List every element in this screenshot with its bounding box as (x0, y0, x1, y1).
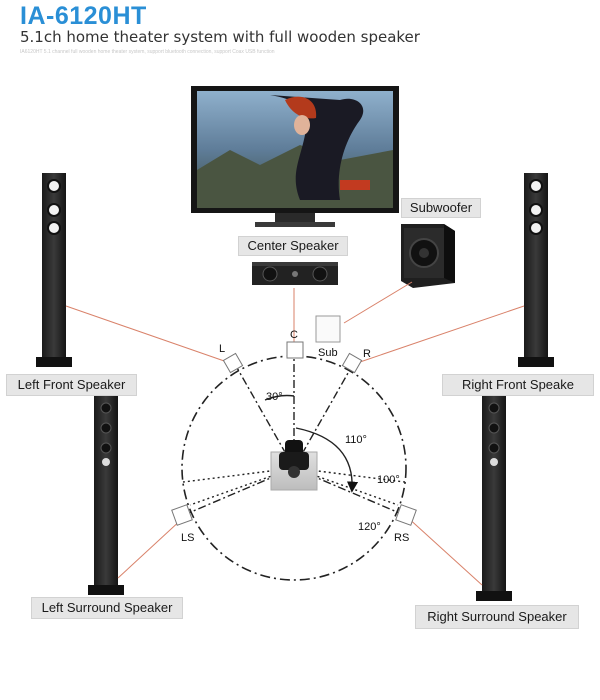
pos-label-c: C (290, 329, 298, 341)
fine-print: IA6120HT 5.1 channel full wooden home th… (20, 49, 275, 55)
pos-label-sub: Sub (318, 347, 338, 359)
pos-label-rs: RS (394, 532, 409, 544)
subwoofer-label: Subwoofer (401, 198, 481, 218)
left-front-tower (36, 173, 72, 367)
listener-seat (270, 440, 318, 491)
subwoofer-unit (401, 224, 455, 288)
left-front-speaker-label: Left Front Speaker (6, 374, 137, 396)
television (191, 86, 399, 227)
right-front-speaker-label: Right Front Speake (442, 374, 594, 396)
angle-100-label: 100° (377, 474, 400, 486)
right-front-tower (518, 173, 554, 367)
angle-30-label: 30° (266, 391, 283, 403)
left-surround-speaker-label: Left Surround Speaker (31, 597, 183, 619)
right-surround-tower (476, 396, 512, 601)
left-surround-tower (88, 396, 124, 595)
leader-lines (65, 281, 525, 586)
product-subtitle: 5.1ch home theater system with full wood… (20, 28, 420, 46)
pos-label-l: L (219, 343, 225, 355)
model-title: IA-6120HT (20, 2, 147, 30)
pos-label-r: R (363, 348, 371, 360)
speaker-markers (171, 315, 417, 526)
center-speaker-label: Center Speaker (238, 236, 348, 256)
angle-lines (182, 352, 406, 516)
center-speaker-unit (252, 262, 338, 285)
right-surround-speaker-label: Right Surround Speaker (415, 605, 579, 629)
angle-110-label: 110° (345, 434, 367, 446)
angle-120-label: 120° (358, 521, 381, 533)
pos-label-ls: LS (181, 532, 194, 544)
